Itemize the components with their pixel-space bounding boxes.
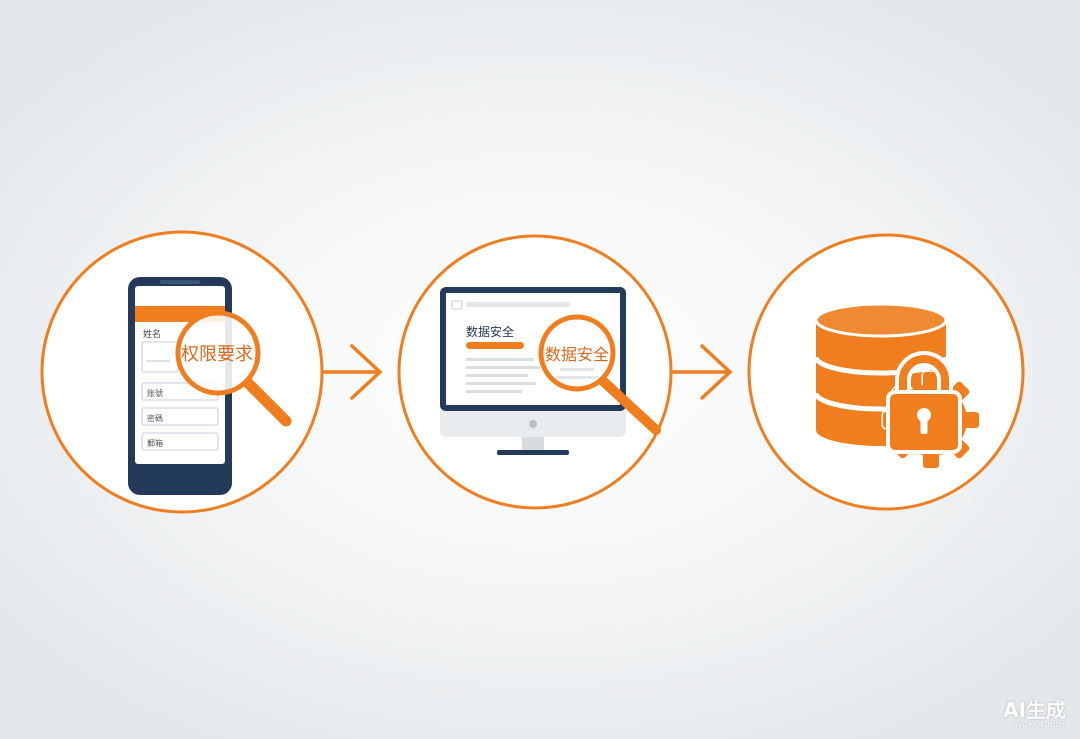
screen-heading: 数据安全 (466, 324, 514, 339)
step-1: 姓名 账號 密碼 郵箱 权限要求 (40, 230, 324, 514)
form-label-3: 密碼 (147, 413, 163, 423)
arrow-right-icon (320, 344, 382, 400)
arrow-right-icon (670, 344, 732, 400)
form-label-2: 账號 (147, 388, 163, 398)
lens-text: 权限要求 (181, 344, 253, 365)
watermark-sub: WORKBUDDY (1015, 721, 1066, 729)
step-3 (747, 233, 1025, 511)
lock-icon (886, 351, 962, 454)
magnifier-icon: 数据安全 (538, 314, 661, 435)
watermark-main: AI生成 (1003, 698, 1066, 722)
lens-text: 数据安全 (545, 345, 609, 364)
form-label-4: 郵箱 (147, 438, 163, 448)
step-2: 数据安全 数据安全 (397, 234, 673, 510)
magnifier-icon: 权限要求 (175, 310, 292, 427)
ai-generated-watermark: AI生成 WORKBUDDY (1003, 699, 1066, 729)
form-label-1: 姓名 (143, 328, 161, 340)
